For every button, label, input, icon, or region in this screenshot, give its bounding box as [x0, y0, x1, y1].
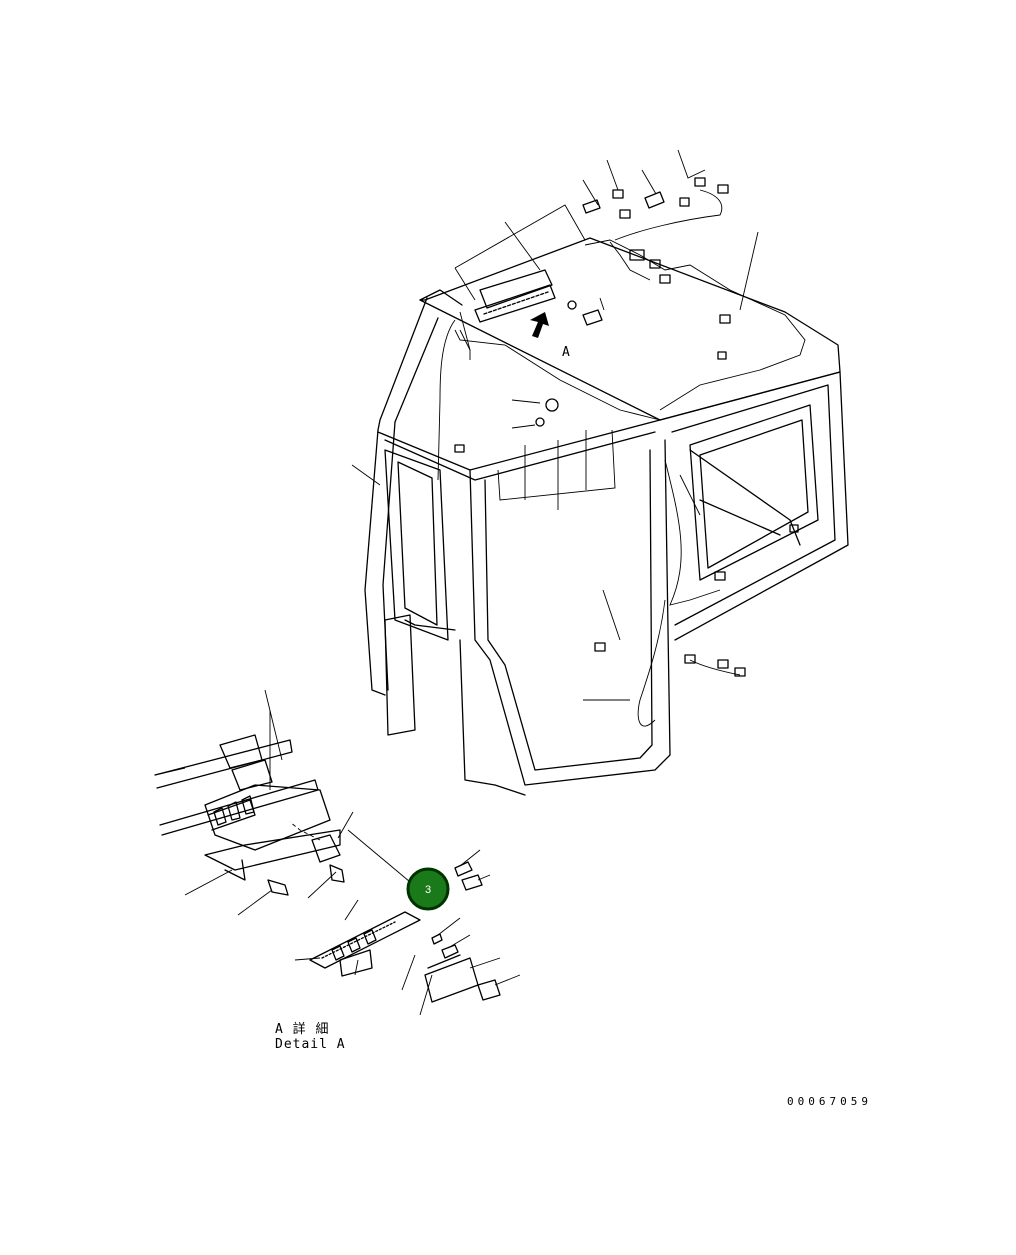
detail-a-assembly	[154, 734, 501, 1003]
roof-connectors	[454, 177, 799, 677]
leader-lines	[351, 149, 759, 701]
callout-number: 3	[425, 884, 431, 896]
detail-a-leaders	[154, 689, 521, 1016]
view-arrow	[530, 312, 549, 338]
cab-frame	[364, 237, 849, 796]
roof-harness	[437, 189, 806, 727]
view-label: A	[562, 345, 570, 360]
roof-bolts	[535, 191, 665, 427]
detail-caption-en: Detail A	[275, 1037, 346, 1052]
detail-caption-jp: A 詳 細	[275, 1022, 330, 1037]
callout-3[interactable]: 3	[406, 867, 450, 911]
roof-lamp	[474, 269, 556, 323]
drawing-number: 00067059	[787, 1095, 872, 1108]
